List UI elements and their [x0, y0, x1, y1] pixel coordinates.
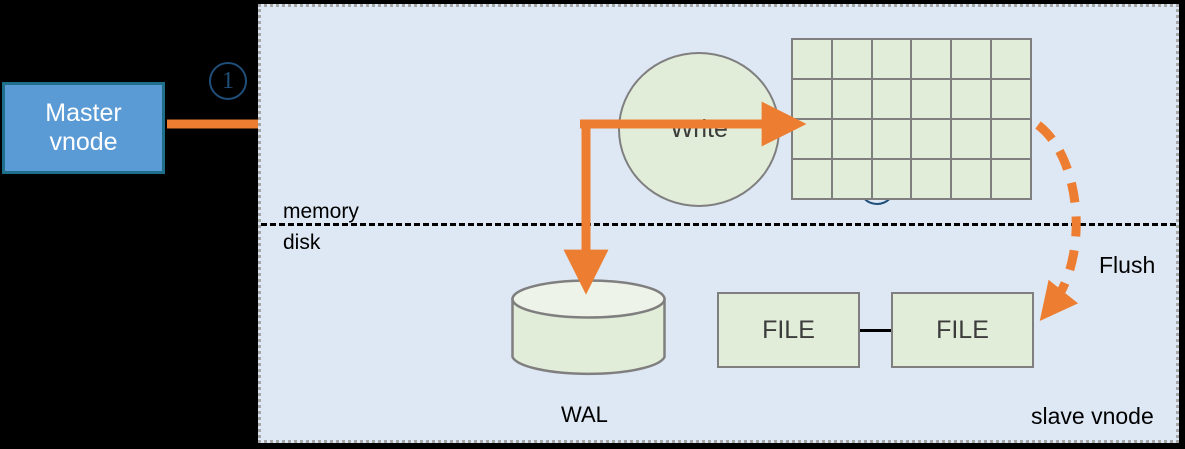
master-vnode-label-line1: Master [45, 98, 122, 127]
memtable-cell [992, 80, 1030, 118]
memtable-cell [912, 80, 951, 118]
step-number-1: 1 [209, 62, 247, 100]
write-node-label: Write [670, 115, 728, 143]
memtable-cell [832, 160, 871, 198]
memtable-cell [992, 40, 1030, 78]
memtable-cell [793, 160, 831, 198]
memtable-cell [912, 40, 951, 78]
memtable-cell [793, 40, 831, 78]
memtable-cell [872, 80, 911, 118]
memtable-cell [952, 80, 991, 118]
step-number-1-text: 1 [222, 68, 234, 94]
memory-disk-divider [261, 223, 1176, 226]
disk-label: disk [283, 231, 321, 254]
write-node[interactable]: Write [618, 52, 780, 207]
memtable-cell [832, 80, 871, 118]
file-box-1-label: FILE [762, 315, 815, 344]
wal-label: WAL [561, 402, 608, 427]
memtable-cell [793, 120, 831, 158]
master-vnode-label-line2: vnode [49, 128, 118, 156]
arrow-flush-dashed [1035, 121, 1081, 322]
wal-cylinder-body [511, 297, 666, 376]
memtable-cell [992, 120, 1030, 158]
memtable-cell [832, 40, 871, 78]
memtable-cell [952, 120, 991, 158]
memtable-cell [793, 80, 831, 118]
memtable-cell [872, 120, 911, 158]
memory-label: memory [283, 200, 359, 223]
file-box-2[interactable]: FILE [891, 292, 1034, 368]
wal-cylinder[interactable] [511, 279, 666, 377]
master-vnode-box[interactable]: Master vnode [2, 82, 165, 174]
memtable-cell [832, 120, 871, 158]
memtable-grid[interactable] [791, 38, 1032, 200]
memtable-cell [952, 40, 991, 78]
memtable-cell [872, 160, 911, 198]
file-box-2-label: FILE [936, 315, 989, 344]
memtable-cell [912, 160, 951, 198]
slave-vnode-panel: memory disk Write 2 3 [258, 4, 1179, 443]
memtable-cell [872, 40, 911, 78]
wal-cylinder-top [511, 279, 666, 319]
slave-vnode-label: slave vnode [1031, 403, 1154, 429]
flush-label: Flush [1099, 252, 1156, 278]
file-connector-line [860, 329, 891, 332]
memtable-cell [952, 160, 991, 198]
memtable-cell [992, 160, 1030, 198]
file-box-1[interactable]: FILE [717, 292, 860, 368]
memtable-cell [912, 120, 951, 158]
